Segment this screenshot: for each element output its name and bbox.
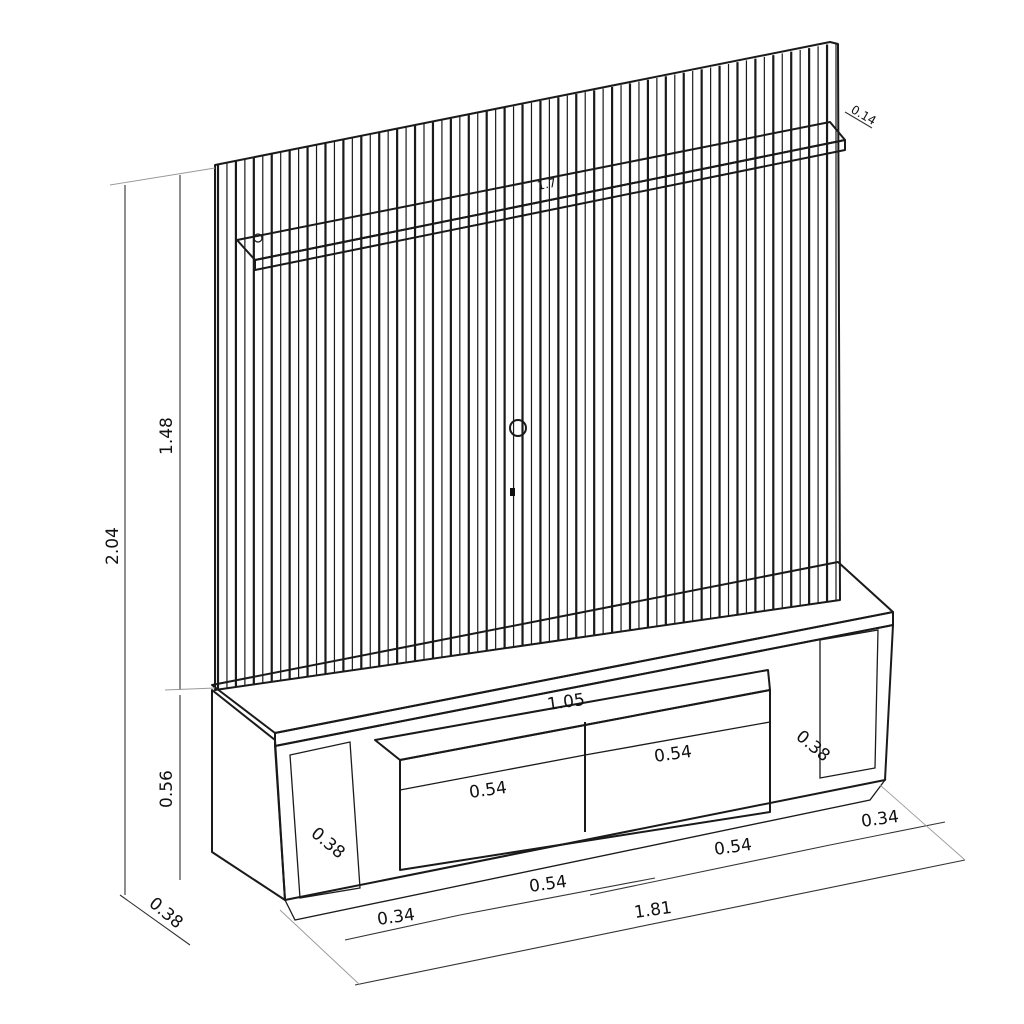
- rack-plinth: [284, 779, 887, 921]
- label-shelf-width: 1.7: [536, 176, 557, 193]
- label-bottom-right-niche: 0.34: [860, 807, 900, 832]
- label-shelf-depth: 0.14: [849, 102, 879, 127]
- panel-outline: [214, 41, 841, 691]
- cable-grommet-icon: [509, 419, 527, 437]
- label-rack-height: 0.56: [157, 770, 177, 808]
- dimension-lines: [109, 111, 966, 986]
- label-drawer-block-width: 1.05: [546, 690, 586, 715]
- cable-hole-icon: [253, 233, 263, 243]
- drawer-block: [399, 689, 771, 871]
- label-panel-height: 1.48: [157, 417, 177, 455]
- drawer-line-left: [399, 754, 586, 791]
- label-total-height: 2.04: [103, 527, 123, 565]
- label-inner-depth-right: 0.38: [792, 727, 834, 767]
- slatted-panel: [216, 42, 837, 690]
- label-inner-depth-left: 0.38: [307, 824, 349, 864]
- label-drawer-right-width: 0.54: [653, 742, 693, 767]
- drawer-line-right: [584, 721, 771, 756]
- dimension-labels: 0.14 1.7 1.48 2.04 0.56 0.38 0.38 0.38 1…: [103, 102, 900, 933]
- label-bottom-center-left: 0.54: [528, 872, 568, 897]
- label-drawer-left-width: 0.54: [468, 778, 508, 803]
- left-niche: [289, 741, 361, 899]
- label-total-width: 1.81: [633, 898, 673, 923]
- right-niche: [819, 629, 879, 779]
- label-bottom-center-right: 0.54: [713, 835, 753, 860]
- rack-left-side: [211, 689, 286, 901]
- cable-slot: [510, 488, 515, 496]
- shelf-front-edge: [254, 139, 846, 271]
